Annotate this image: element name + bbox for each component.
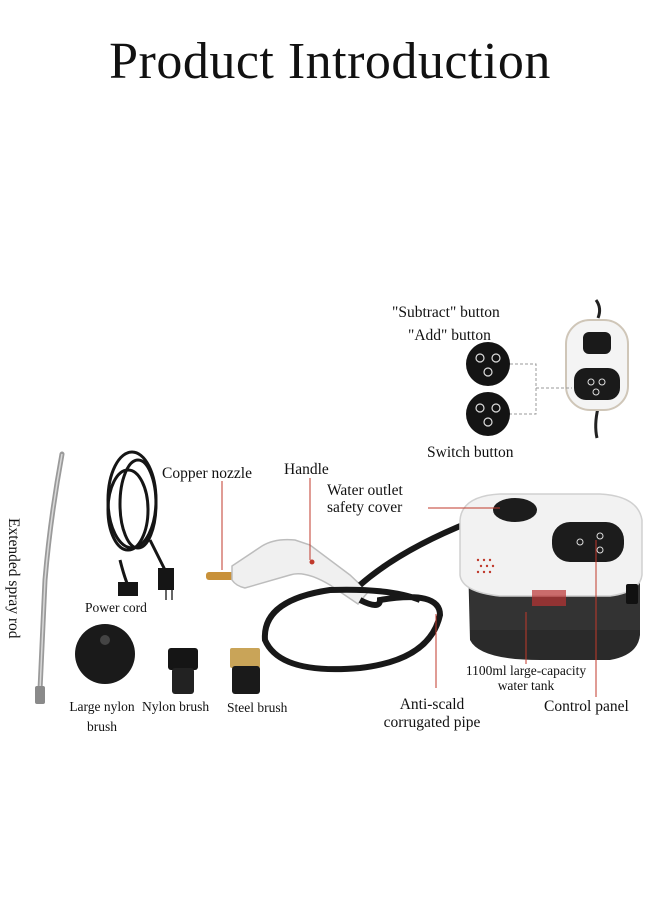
control-panel-label: Control panel: [544, 698, 629, 715]
water-tank-label-line2: water tank: [497, 678, 555, 693]
button-zoom-circles: [466, 342, 572, 436]
anti-scald-label-line1: Anti-scald: [399, 696, 465, 713]
switch-button-label: Switch button: [427, 444, 514, 461]
extended-spray-rod-label: Extended spray rod: [5, 518, 22, 639]
leader-lines: [221, 478, 597, 697]
subtract-button-label: "Subtract" button: [392, 304, 500, 321]
water-outlet-label-line2: safety cover: [327, 499, 403, 516]
remote-control-image: [565, 299, 629, 439]
large-nylon-brush-label-line2: brush: [87, 719, 117, 734]
steel-brush-image: [230, 648, 260, 694]
large-nylon-brush-image: [75, 624, 135, 684]
handle-label: Handle: [284, 461, 329, 478]
nylon-brush-image: [168, 648, 198, 694]
handle-image: [206, 538, 370, 606]
steel-brush-label: Steel brush: [227, 700, 288, 715]
add-button-label: "Add" button: [408, 327, 491, 344]
nylon-brush-label: Nylon brush: [142, 699, 210, 714]
spray-rod-image: [35, 451, 65, 704]
corrugated-pipe-image: [261, 519, 472, 673]
water-outlet-label-line1: Water outlet: [327, 482, 403, 499]
page-title: Product Introduction: [109, 33, 551, 90]
water-tank-label-line1: 1100ml large-capacity: [465, 663, 587, 678]
steam-cleaner-unit-image: [459, 493, 643, 660]
power-cord-image: [106, 450, 174, 600]
power-cord-label: Power cord: [85, 600, 147, 615]
copper-nozzle-label: Copper nozzle: [162, 465, 252, 482]
anti-scald-label-line2: corrugated pipe: [383, 714, 481, 731]
large-nylon-brush-label-line1: Large nylon: [69, 699, 135, 714]
